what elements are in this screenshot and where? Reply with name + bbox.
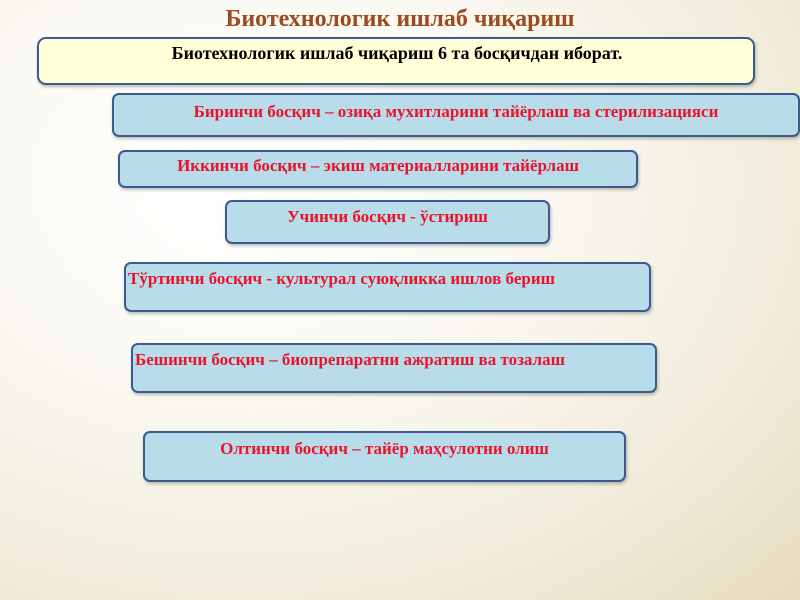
slide-title: Биотехнологик ишлаб чиқариш	[225, 6, 575, 32]
step-5-box: Бешинчи босқич – биопрепаратни ажратиш в…	[131, 343, 657, 393]
step-1-box: Биринчи босқич – озиқа мухитларини тайёр…	[112, 93, 800, 137]
intro-box: Биотехнологик ишлаб чиқариш 6 та босқичд…	[37, 37, 755, 85]
step-4-box: Тўртинчи босқич - культурал суюқликка иш…	[124, 262, 651, 312]
step-2-text: Иккинчи босқич – экиш материалларини тай…	[177, 156, 579, 175]
step-3-text: Учинчи босқич - ўстириш	[287, 207, 488, 226]
step-6-box: Олтинчи босқич – тайёр маҳсулотни олиш	[143, 431, 626, 482]
step-3-box: Учинчи босқич - ўстириш	[225, 200, 550, 244]
step-6-text: Олтинчи босқич – тайёр маҳсулотни олиш	[220, 439, 549, 458]
intro-text: Биотехнологик ишлаб чиқариш 6 та босқичд…	[171, 43, 623, 63]
step-5-text: Бешинчи босқич – биопрепаратни ажратиш в…	[135, 350, 565, 369]
step-1-text: Биринчи босқич – озиқа мухитларини тайёр…	[193, 102, 719, 121]
step-2-box: Иккинчи босқич – экиш материалларини тай…	[118, 150, 638, 188]
step-4-text: Тўртинчи босқич - культурал суюқликка иш…	[128, 269, 555, 288]
